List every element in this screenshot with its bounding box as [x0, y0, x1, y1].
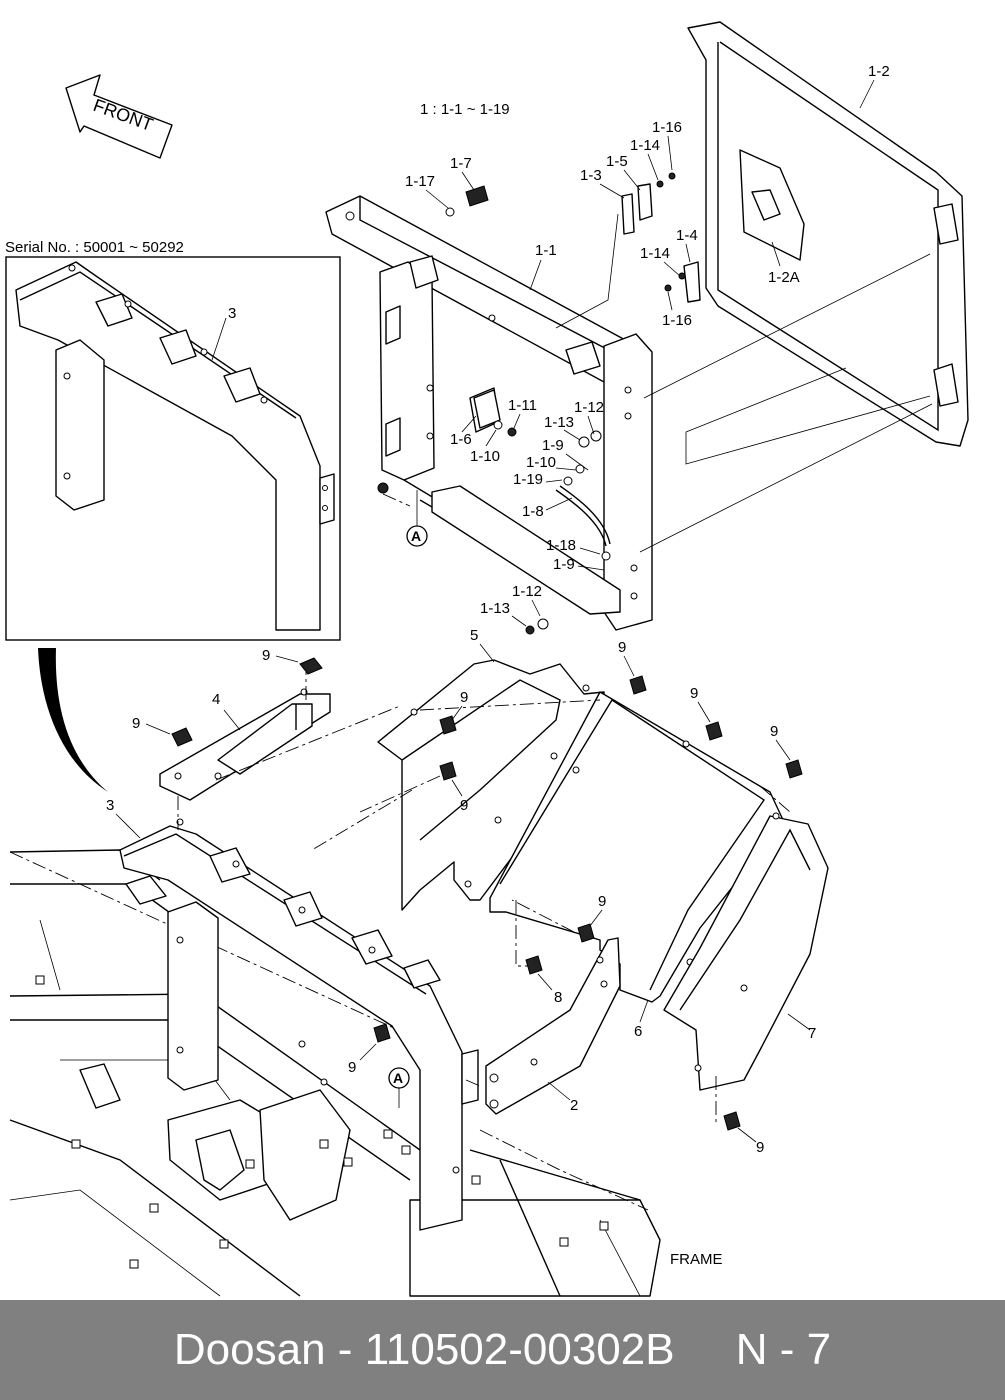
callout-9-c: 9: [460, 689, 468, 706]
callout-9-a: 9: [262, 647, 270, 664]
callout-2: 2: [570, 1097, 578, 1114]
callout-1-18: 1-18: [546, 537, 576, 554]
footer-page: N - 7: [735, 1325, 832, 1374]
bracket-4: 4: [159, 688, 331, 801]
flange-bolts: [171, 657, 803, 1131]
hood-hinge-line-mid: [685, 367, 931, 465]
callout-1-16-mid: 1-16: [662, 312, 692, 329]
front-arrow: FRONT: [65, 74, 173, 159]
bracket-2: 2: [485, 937, 621, 1115]
callout-9-j: 9: [756, 1139, 764, 1156]
callout-1-11: 1-11: [508, 397, 537, 414]
view-marker-a-lower-label: A: [393, 1070, 403, 1086]
callout-5: 5: [470, 627, 478, 644]
callout-9-h: 9: [598, 893, 606, 910]
callout-9-f: 9: [690, 685, 698, 702]
inset-reference-arrow: [38, 648, 108, 792]
callout-1-5: 1-5: [606, 153, 628, 170]
serial-note: Serial No. : 50001 ~ 50292: [5, 239, 184, 256]
hood-panel-1-2: 1-2 1-2A: [687, 21, 969, 447]
upper-callouts: 1-16 1-14 1-5 1-3 1-7 1-17 1-4 1-14 1-16…: [405, 119, 698, 627]
callout-3-inset: 3: [228, 305, 236, 322]
callout-1-2a: 1-2A: [768, 269, 800, 286]
shroud-7: 7: [663, 812, 829, 1091]
callout-1-14-mid: 1-14: [640, 245, 670, 262]
lower-callouts: 9 9 9 9 9 9 9 9 8 9 9: [132, 639, 791, 1156]
callout-1-7: 1-7: [450, 155, 472, 172]
callout-6: 6: [634, 1023, 642, 1040]
footer-bar: Doosan - 110502-00302B N - 7: [0, 1300, 1005, 1400]
callout-1-4: 1-4: [676, 227, 698, 244]
view-marker-a-upper-label: A: [411, 528, 421, 544]
callout-1-9-bottom: 1-9: [553, 556, 575, 573]
inset-support-frame: 3: [15, 261, 335, 631]
callout-1-9-top: 1-9: [542, 437, 564, 454]
callout-4: 4: [212, 691, 220, 708]
callout-1-17: 1-17: [405, 173, 435, 190]
footer-brand: Doosan: [173, 1325, 326, 1374]
callout-9-e: 9: [618, 639, 626, 656]
callout-7: 7: [808, 1025, 816, 1042]
serial-inset: Serial No. : 50001 ~ 50292 3: [5, 239, 341, 641]
hood-hinge-line-lower: [639, 403, 933, 553]
frame-label: FRAME: [670, 1251, 723, 1268]
callout-1-12-top: 1-12: [574, 399, 604, 416]
callout-1-16-top: 1-16: [652, 119, 682, 136]
callout-1-19: 1-19: [513, 471, 543, 488]
callout-1-2: 1-2: [868, 63, 890, 80]
footer-separator: -: [337, 1325, 353, 1374]
callout-1-10-right: 1-10: [526, 454, 556, 471]
callout-8: 8: [554, 989, 562, 1006]
callout-9-b: 9: [132, 715, 140, 732]
callout-1-14-top: 1-14: [630, 137, 660, 154]
callout-9-g: 9: [770, 723, 778, 740]
callout-1-1: 1-1: [535, 242, 557, 259]
callout-3-main: 3: [106, 797, 114, 814]
footer-part-number: 110502-00302B: [364, 1325, 675, 1374]
callout-1-8: 1-8: [522, 503, 544, 520]
support-assembly-1-1: A 1-1: [325, 195, 653, 631]
bracket-leader-line: [555, 213, 619, 329]
machine-frame: FRAME: [9, 849, 723, 1297]
callout-1-13-bottom: 1-13: [480, 600, 510, 617]
callout-1-3: 1-3: [580, 167, 602, 184]
callout-1-6: 1-6: [450, 431, 472, 448]
callout-1-10-left: 1-10: [470, 448, 500, 465]
callout-9-i: 9: [348, 1059, 356, 1076]
callout-9-d: 9: [460, 797, 468, 814]
parts-diagram: FRONT 1 : 1-1 ~ 1-19 Serial No. : 50001 …: [5, 21, 969, 1297]
callout-1-13-top: 1-13: [544, 414, 574, 431]
group-note: 1 : 1-1 ~ 1-19: [420, 101, 510, 118]
latch-brackets: [445, 172, 701, 635]
assembly-centerlines: [177, 670, 791, 1126]
callout-1-12-bottom: 1-12: [512, 583, 542, 600]
hood-hinge-line-upper: [643, 253, 931, 399]
